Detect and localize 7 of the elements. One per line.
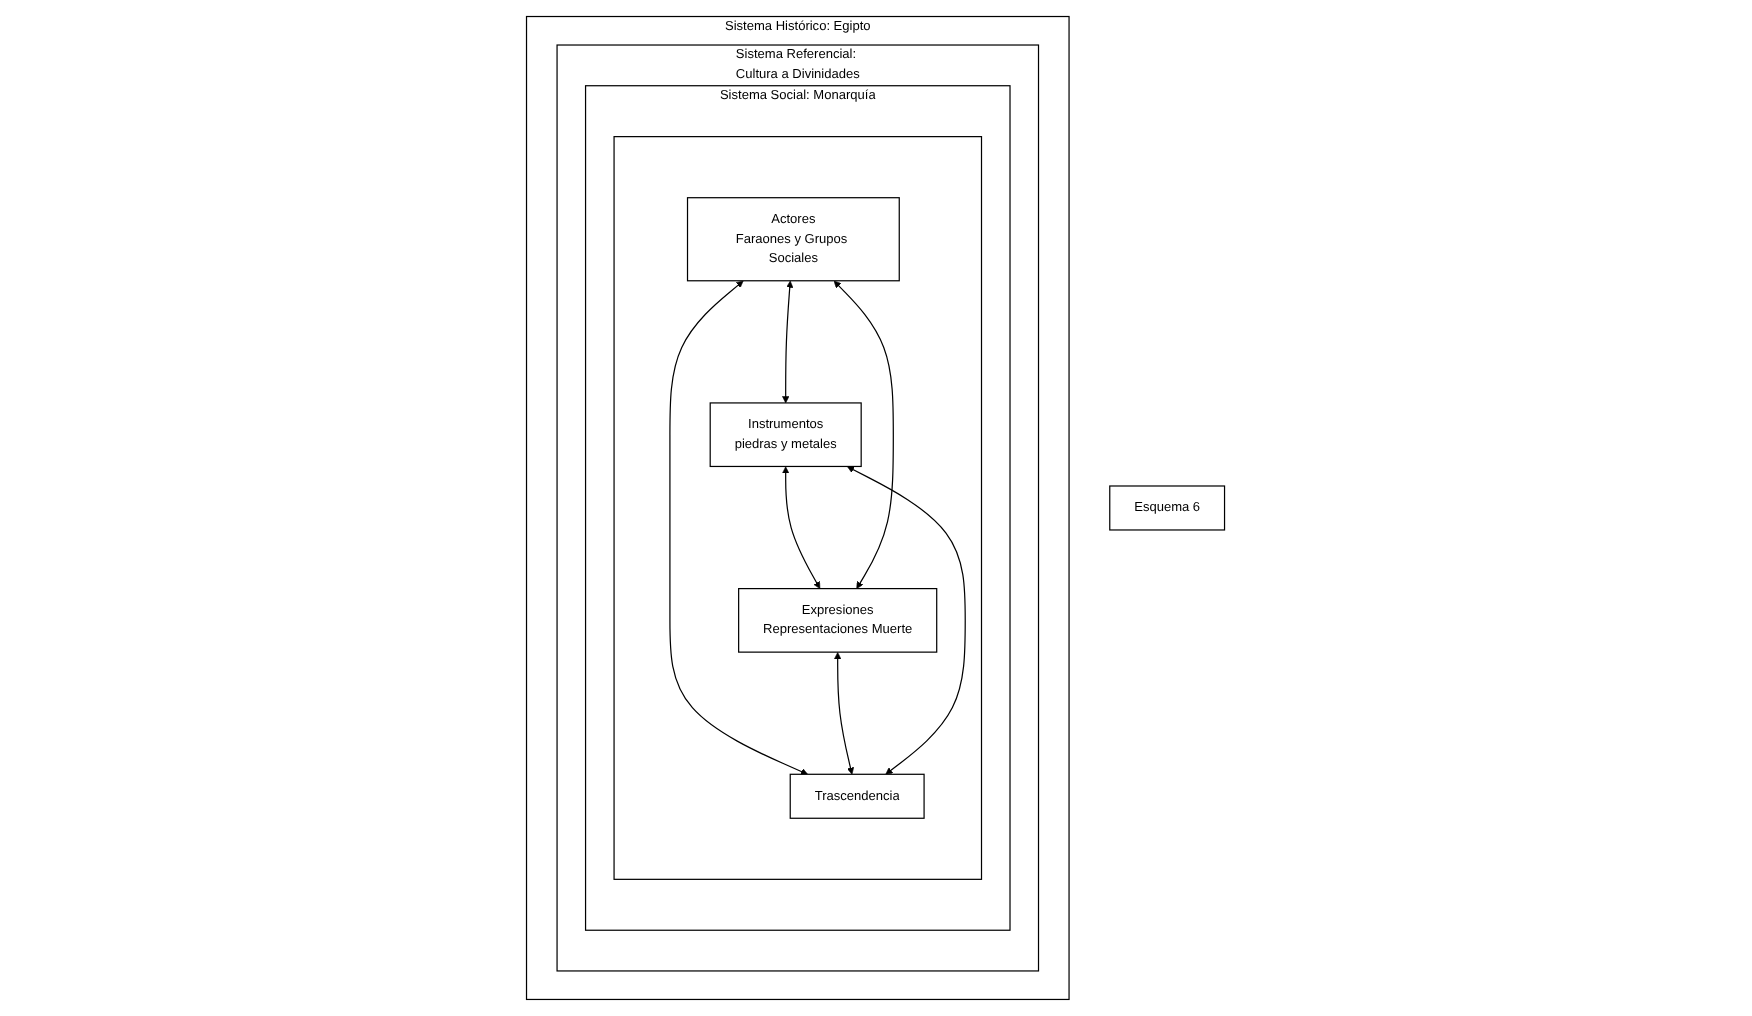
arrow	[669, 280, 809, 775]
arrow	[834, 652, 855, 775]
arrow	[782, 280, 794, 404]
arrow	[847, 466, 967, 775]
arrow	[782, 466, 821, 589]
arrow	[834, 280, 895, 589]
cluster	[613, 136, 983, 880]
